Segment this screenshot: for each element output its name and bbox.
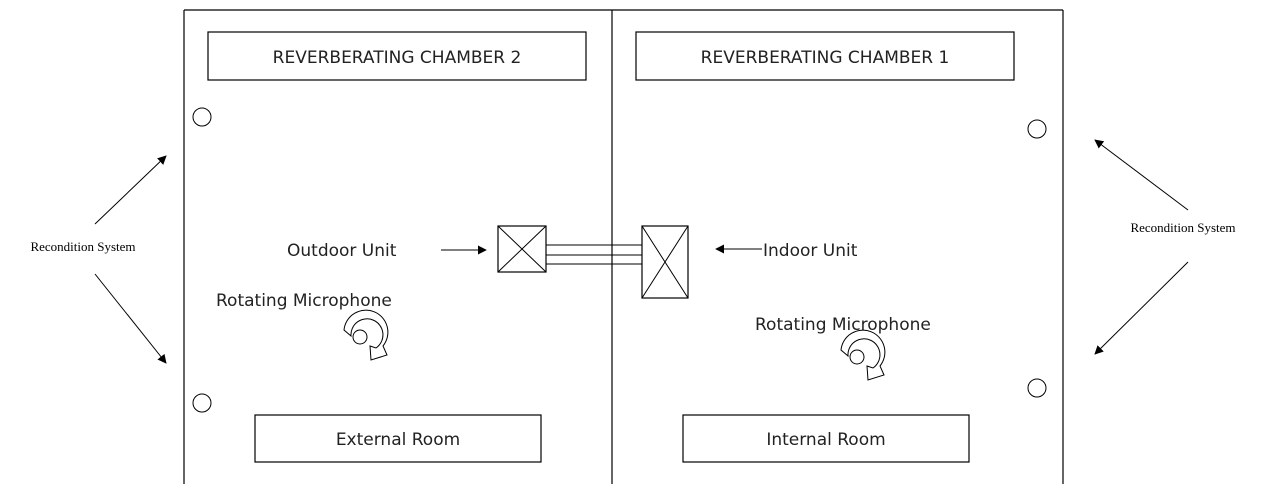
chamber-2-title: REVERBERATING CHAMBER 2 — [273, 48, 522, 68]
indoor-unit-box — [641, 225, 689, 299]
wall-port-left-bottom — [192, 393, 212, 413]
chamber-2-title-box: REVERBERATING CHAMBER 2 — [207, 31, 587, 81]
right-recondition-arrow-up — [1094, 139, 1189, 211]
left-recondition-arrow-down — [94, 273, 167, 364]
chamber-1-title-box: REVERBERATING CHAMBER 1 — [635, 31, 1015, 81]
right-recondition-system-label: Recondition System — [1130, 220, 1235, 235]
internal-room-box: Internal Room — [682, 414, 970, 463]
right-rotating-microphone-icon — [840, 329, 886, 381]
left-recondition-system-label: Recondition System — [30, 239, 135, 254]
left-rotating-microphone-icon — [343, 309, 389, 361]
outdoor-unit-box — [497, 225, 547, 273]
wall-port-left-top — [192, 107, 212, 127]
chamber-1-title: REVERBERATING CHAMBER 1 — [701, 48, 950, 68]
right-recondition-arrow-down — [1094, 261, 1189, 355]
external-room-label: External Room — [336, 430, 460, 450]
wall-port-right-top — [1027, 119, 1047, 139]
internal-room-label: Internal Room — [766, 430, 885, 450]
external-room-box: External Room — [254, 414, 542, 463]
outdoor-unit-label: Outdoor Unit — [287, 241, 397, 261]
left-rotating-microphone-label: Rotating Microphone — [216, 291, 392, 311]
left-recondition-arrow-up — [94, 155, 167, 225]
indoor-unit-label: Indoor Unit — [763, 241, 858, 261]
wall-port-right-bottom — [1027, 378, 1047, 398]
right-rotating-microphone-label: Rotating Microphone — [755, 315, 931, 335]
